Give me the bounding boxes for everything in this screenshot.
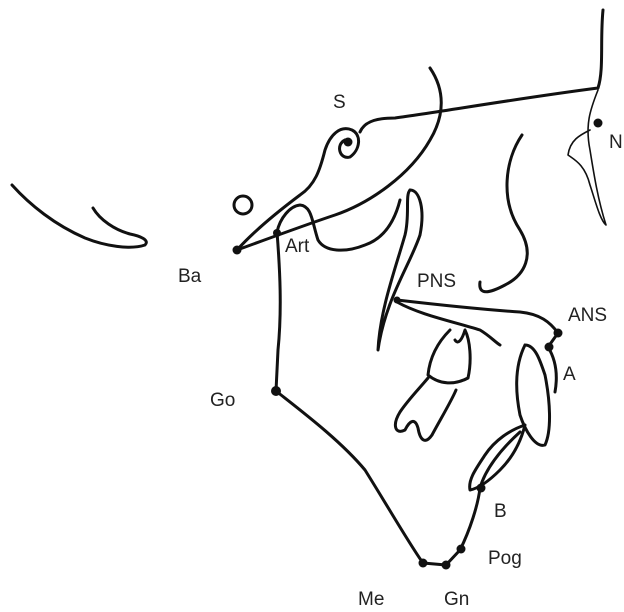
occipital-contour <box>12 185 146 247</box>
ramus-line <box>276 232 280 391</box>
label-ans: ANS <box>568 305 607 326</box>
point-n <box>594 119 603 128</box>
label-go: Go <box>210 390 235 411</box>
orbital-contour <box>480 135 527 292</box>
label-b: B <box>494 501 507 522</box>
point-gn <box>442 561 451 570</box>
point-art <box>273 229 281 237</box>
pterygoid-line <box>378 190 422 350</box>
upper-molar <box>428 330 470 383</box>
point-b <box>477 484 486 493</box>
point-ba <box>233 246 242 255</box>
cranial-base-contour <box>237 10 603 250</box>
point-pog <box>457 545 466 554</box>
label-s: S <box>333 92 346 113</box>
point-me <box>419 559 428 568</box>
label-me: Me <box>358 589 384 610</box>
point-s <box>344 138 353 147</box>
label-a: A <box>563 364 576 385</box>
label-art: Art <box>285 236 310 257</box>
label-gn: Gn <box>444 589 469 610</box>
point-go <box>271 386 281 396</box>
label-pns: PNS <box>417 271 456 292</box>
upper-incisor <box>517 345 550 445</box>
lower-molar <box>395 378 456 440</box>
nasal-bone <box>568 90 606 225</box>
label-ba: Ba <box>178 266 202 287</box>
maxilla-anterior <box>548 333 558 392</box>
porion-circle <box>234 196 252 214</box>
label-pog: Pog <box>488 548 522 569</box>
point-pns <box>394 297 401 304</box>
label-n: N <box>609 132 623 153</box>
point-a <box>545 343 554 352</box>
point-ans <box>554 329 563 338</box>
